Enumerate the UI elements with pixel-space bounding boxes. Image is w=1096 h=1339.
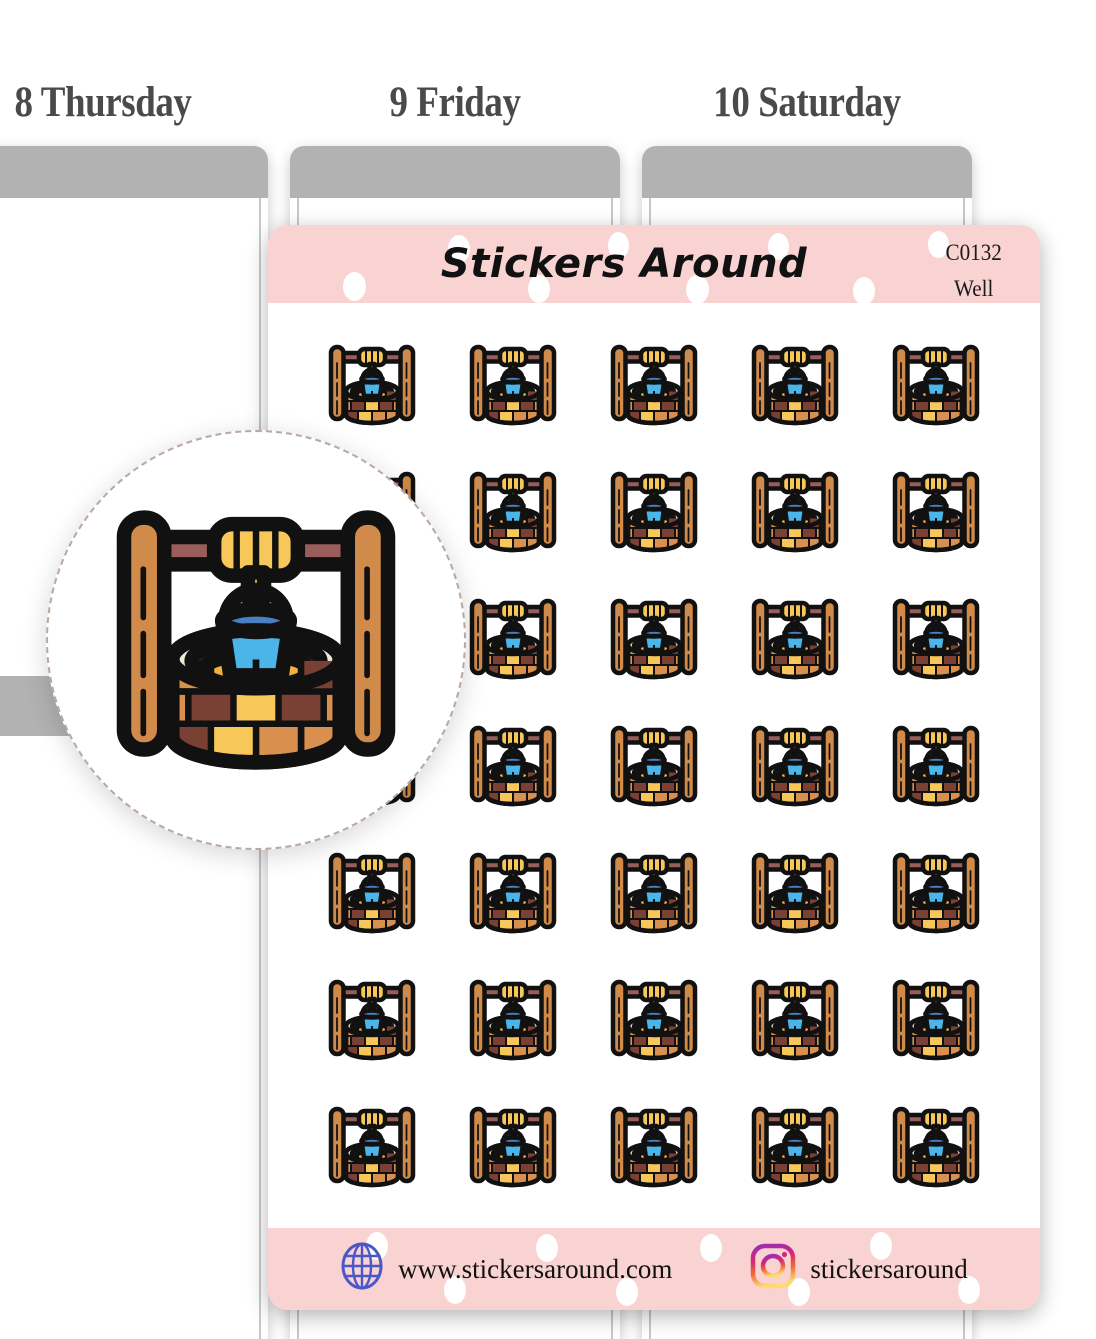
well-sticker[interactable] [604, 843, 704, 943]
confetti-dot [853, 277, 875, 303]
well-sticker[interactable] [745, 1097, 845, 1197]
well-sticker[interactable] [463, 843, 563, 943]
sheet-footer-band: www.stickersaround.com [268, 1228, 1040, 1310]
well-sticker[interactable] [604, 462, 704, 562]
confetti-dot [343, 272, 366, 301]
well-sticker[interactable] [463, 462, 563, 562]
sheet-footer-row: www.stickersaround.com [268, 1228, 1040, 1310]
globe-icon [340, 1242, 384, 1297]
confetti-dot [444, 1276, 466, 1304]
day-label-friday: 9 Friday [389, 79, 521, 126]
well-sticker[interactable] [463, 970, 563, 1070]
well-sticker[interactable] [604, 335, 704, 435]
planner-column-header [290, 146, 620, 198]
day-label-saturday: 10 Saturday [713, 79, 901, 126]
well-sticker[interactable] [322, 1097, 422, 1197]
well-sticker[interactable] [745, 589, 845, 689]
confetti-dot [928, 231, 949, 258]
well-sticker[interactable] [463, 335, 563, 435]
confetti-dot [700, 1234, 722, 1262]
well-sticker[interactable] [886, 716, 986, 816]
confetti-dot [870, 1232, 892, 1260]
well-sticker[interactable] [463, 1097, 563, 1197]
sheet-product-name: Well [953, 275, 994, 301]
sticker-grid [302, 321, 1006, 1211]
well-sticker[interactable] [322, 970, 422, 1070]
confetti-dot [608, 232, 629, 259]
confetti-dot [958, 1276, 980, 1304]
confetti-dot [768, 233, 789, 260]
confetti-dot [448, 235, 470, 263]
sheet-code: C0132 [945, 240, 1002, 265]
well-sticker[interactable] [463, 716, 563, 816]
website-url: www.stickersaround.com [398, 1253, 673, 1284]
well-sticker[interactable] [886, 462, 986, 562]
sheet-header-band [268, 225, 1040, 303]
well-sticker[interactable] [745, 335, 845, 435]
well-sticker[interactable] [604, 589, 704, 689]
sticker-sheet: Stickers Around C0132 Well [268, 225, 1040, 1310]
confetti-dot [366, 1232, 388, 1260]
well-sticker[interactable] [463, 589, 563, 689]
brand-title: Stickers Around [440, 241, 808, 287]
confetti-dot [788, 1278, 810, 1306]
well-sticker[interactable] [745, 462, 845, 562]
well-sticker-zoomed [95, 479, 417, 801]
planner-column-header [642, 146, 972, 198]
confetti-dot [686, 275, 709, 303]
instagram-handle: stickersaround [810, 1253, 968, 1284]
well-sticker[interactable] [604, 716, 704, 816]
well-sticker[interactable] [322, 335, 422, 435]
confetti-dot [528, 275, 550, 303]
well-sticker[interactable] [604, 970, 704, 1070]
well-sticker[interactable] [886, 589, 986, 689]
well-sticker[interactable] [886, 1097, 986, 1197]
well-sticker[interactable] [745, 970, 845, 1070]
well-sticker[interactable] [886, 970, 986, 1070]
well-sticker[interactable] [886, 335, 986, 435]
well-sticker[interactable] [886, 843, 986, 943]
magnifier-circle [46, 430, 466, 850]
sheet-code-block: C0132 Well [945, 235, 1001, 306]
well-sticker[interactable] [322, 843, 422, 943]
instagram-item[interactable]: stickersaround [750, 1243, 968, 1296]
instagram-icon [750, 1243, 796, 1296]
day-label-thursday: 8 Thursday [14, 79, 192, 126]
website-item[interactable]: www.stickersaround.com [340, 1242, 672, 1297]
well-sticker[interactable] [745, 843, 845, 943]
planner-column-header [0, 146, 268, 198]
confetti-dot [536, 1234, 558, 1262]
well-sticker[interactable] [745, 716, 845, 816]
confetti-dot [616, 1278, 638, 1306]
well-sticker[interactable] [604, 1097, 704, 1197]
